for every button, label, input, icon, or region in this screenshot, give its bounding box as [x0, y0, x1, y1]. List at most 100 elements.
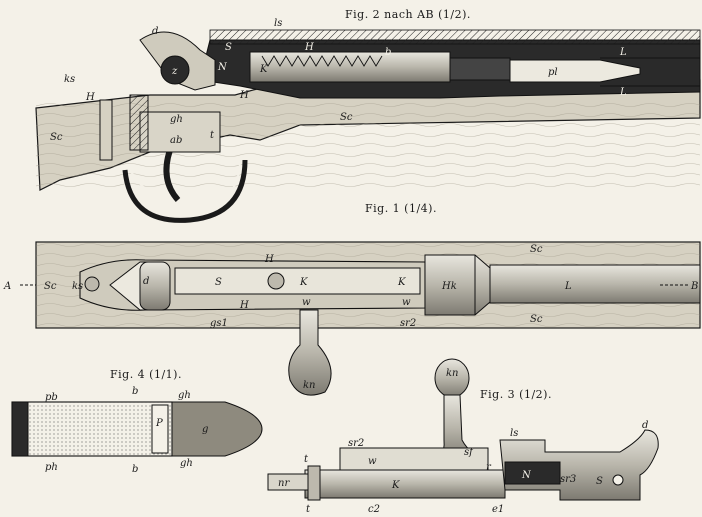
fig2-label-ab: ab	[170, 135, 182, 146]
fig4-label-pb-top: pb	[45, 392, 58, 403]
fig2-label-d: d	[152, 26, 158, 37]
fig2-label-K: K	[259, 64, 268, 75]
fig3-label-e: e1	[492, 504, 504, 515]
fig2-label-H-left: H	[85, 92, 95, 103]
fig2-trigger-guard-highlight	[129, 159, 241, 212]
fig2-label-H-mid: H	[239, 90, 249, 101]
fig3-label-S: S	[596, 476, 603, 487]
fig3-nut	[504, 461, 561, 485]
fig3-label-sr: sr2	[348, 438, 364, 449]
fig1-label-Sc-top: Sc	[530, 244, 543, 255]
fig2-label-gh: gh	[170, 114, 183, 125]
fig1-bolt-screw-icon	[267, 272, 285, 290]
fig3-label-t-bot: t	[306, 504, 311, 515]
fig2-label-H-top: H	[304, 42, 314, 53]
fig2-label-ls: ls	[274, 18, 282, 29]
fig1-label-K-left: K	[299, 277, 308, 288]
fig1-label-d: d	[143, 276, 149, 287]
fig3-label-kn: kn	[446, 368, 459, 379]
fig2-cartridge	[509, 59, 641, 83]
fig4-label-gh-bot: gh	[180, 458, 193, 469]
fig3-label-ls: ls	[510, 428, 518, 439]
fig3-bolt-cylinder	[304, 469, 506, 499]
fig3-label-sr3: sr3	[560, 474, 576, 485]
fig1-label-sr-left: gs1	[210, 318, 228, 329]
fig1-label-B: B	[690, 281, 698, 292]
fig3-label-nr: nr	[278, 478, 290, 489]
fig2-label-b: b	[385, 47, 391, 58]
fig1-label-L: L	[564, 281, 572, 292]
fig3-label-N: N	[521, 470, 532, 481]
fig2-mainspring	[261, 55, 383, 67]
fig4-paper-patch	[151, 404, 169, 454]
fig3-label-r: r	[486, 462, 492, 473]
fig3-collar	[307, 465, 321, 501]
fig4-label-b-bot: b	[132, 464, 138, 475]
fig1-label-w-right: w	[402, 297, 411, 308]
fig2-barrel-top	[209, 29, 701, 45]
fig2-section-drawing: Fig. 2 nach AB (1/2). ls d S H K N z b L	[35, 8, 701, 223]
fig2-label-Sc-mid: Sc	[340, 112, 353, 123]
fig3-caption: Fig. 3 (1/2).	[480, 388, 552, 401]
fig2-sear	[129, 94, 149, 151]
fig2-label-N: N	[217, 62, 228, 73]
fig1-label-kn: kn	[303, 380, 316, 391]
fig4-bullet	[171, 401, 263, 457]
fig4-caption: Fig. 4 (1/1).	[110, 368, 182, 381]
fig1-rear-screw-icon	[84, 276, 100, 292]
fig1-caption: Fig. 1 (1/4).	[365, 202, 437, 215]
fig3-label-w: w	[368, 456, 377, 467]
fig1-bolt-handle	[288, 309, 332, 396]
fig3-label-K: K	[391, 480, 400, 491]
fig1-cocking-knob	[139, 261, 171, 311]
fig2-screw-left	[99, 99, 113, 161]
fig1-hex-collar	[424, 254, 491, 316]
fig1-label-Sc-left: Sc	[44, 281, 57, 292]
fig1-label-H-top: H	[264, 254, 274, 265]
fig3-label-sf: sf	[464, 447, 475, 458]
fig1-label-K-right: K	[397, 277, 406, 288]
fig3-label-t-top: t	[304, 454, 309, 465]
fig2-label-Sc-left: Sc	[50, 132, 63, 143]
fig2-label-L-bot: L	[619, 87, 627, 98]
fig2-label-S: S	[225, 42, 232, 53]
fig1-label-sr-right: sr2	[400, 318, 416, 329]
fig2-label-t: t	[210, 130, 215, 141]
fig1-plan-drawing: Fig. 1 (1/4). A B Sc ks d S H H K K Hk L…	[3, 202, 701, 396]
fig3-bolt-drawing: Fig. 3 (1/2). kn sr2 w sf ls d t t nr K …	[267, 358, 659, 515]
fig1-label-ks: ks	[72, 281, 83, 292]
fig3-label-c: c2	[368, 504, 380, 515]
fig2-label-z: z	[171, 66, 178, 77]
fig4-label-p: P	[155, 418, 163, 429]
fig4-case	[11, 401, 173, 457]
fig2-label-ks: ks	[64, 74, 75, 85]
fig2-label-L-top: L	[619, 47, 627, 58]
fig4-label-pb-bot: ph	[45, 462, 58, 473]
fig1-label-Hk: Hk	[441, 281, 457, 292]
fig1-label-H-bot: H	[239, 300, 249, 311]
fig2-label-pl: pl	[548, 67, 558, 78]
fig4-cartridge-drawing: Fig. 4 (1/1). pb ph b b gh gh g P	[11, 368, 263, 475]
fig4-label-g: g	[202, 424, 208, 435]
fig3-pin-icon	[612, 474, 624, 486]
fig1-label-A: A	[3, 281, 11, 292]
fig1-bolt	[174, 267, 421, 295]
fig2-caption: Fig. 2 nach AB (1/2).	[345, 8, 471, 21]
fig3-label-d: d	[642, 420, 648, 431]
fig2-trigger-mechanism	[139, 111, 221, 153]
fig2-bolt-head	[449, 57, 511, 81]
fig2-bolt-body	[249, 51, 451, 83]
fig1-label-Sc-bot: Sc	[530, 314, 543, 325]
fig2-barrel-chamber	[600, 57, 701, 87]
fig4-label-gh-top: gh	[178, 390, 191, 401]
fig1-barrel	[489, 264, 701, 304]
fig1-label-w-left: w	[302, 297, 311, 308]
fig1-label-S: S	[215, 277, 222, 288]
fig2-trigger	[163, 149, 181, 203]
fig2-cocking-knob	[160, 55, 190, 85]
fig2-trigger-guard	[122, 159, 248, 223]
fig4-base	[11, 401, 29, 457]
fig4-label-b-top: b	[132, 386, 138, 397]
